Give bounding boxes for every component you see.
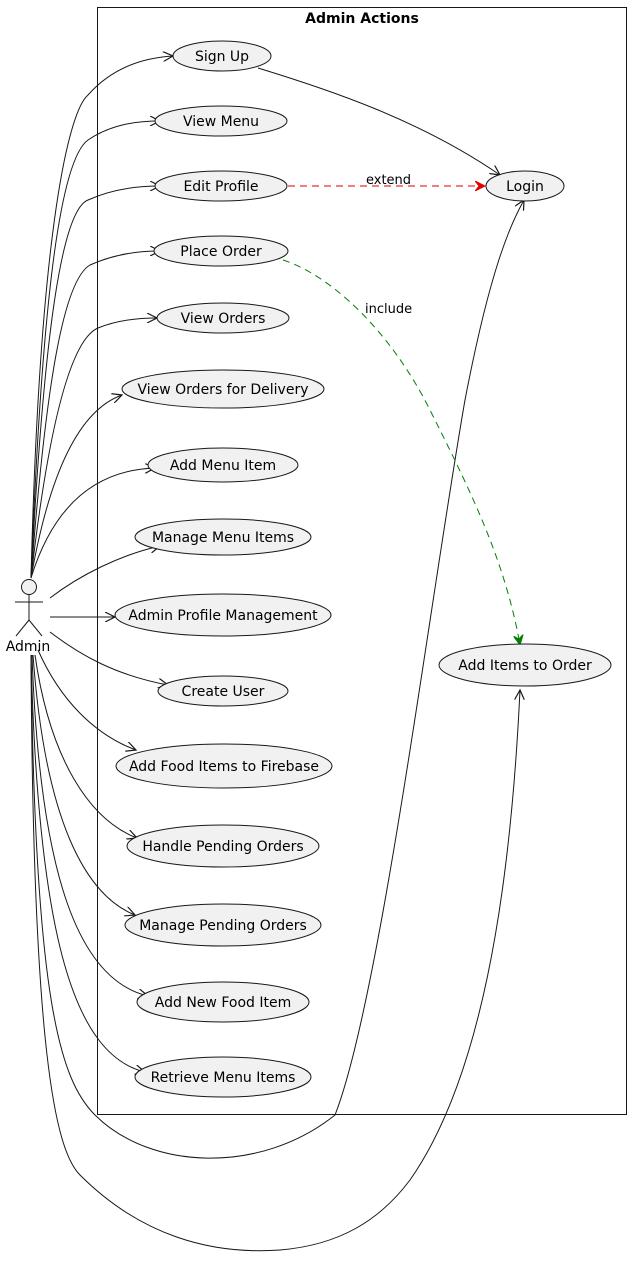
- extend-label: extend: [366, 173, 411, 188]
- use-case-label: Add Items to Order: [458, 658, 592, 674]
- use-case-label: View Orders: [181, 311, 266, 327]
- use-case-add-new-food-item[interactable]: Add New Food Item: [136, 981, 310, 1023]
- edge-manage-pending: [32, 654, 135, 915]
- edge-manage-menu-items: [49, 546, 160, 599]
- edge-admin-login: [30, 200, 524, 1159]
- edge-add-new-food: [31, 654, 148, 996]
- use-case-add-food-firebase[interactable]: Add Food Items to Firebase: [115, 743, 333, 789]
- edge-create-user: [49, 631, 168, 685]
- use-case-view-orders[interactable]: View Orders: [156, 302, 290, 334]
- edge-add-food-firebase: [37, 649, 136, 750]
- use-case-label: Add Menu Item: [170, 458, 276, 474]
- edge-view-menu: [30, 121, 160, 579]
- edge-handle-pending: [34, 654, 137, 838]
- edge-edit-profile: [30, 186, 160, 579]
- include-edge: [282, 259, 520, 645]
- use-case-label: View Menu: [183, 114, 259, 130]
- use-case-handle-pending-orders[interactable]: Handle Pending Orders: [126, 824, 320, 868]
- use-case-label: Edit Profile: [183, 179, 258, 195]
- edge-sign-up: [30, 56, 173, 579]
- use-case-place-order[interactable]: Place Order: [153, 235, 289, 267]
- use-case-manage-menu-items[interactable]: Manage Menu Items: [134, 518, 312, 556]
- edge-signup-login: [257, 67, 500, 175]
- use-case-label: Place Order: [180, 244, 262, 260]
- use-case-sign-up[interactable]: Sign Up: [172, 40, 272, 72]
- use-case-view-menu[interactable]: View Menu: [154, 105, 288, 137]
- use-case-label: Retrieve Menu Items: [151, 1070, 296, 1086]
- edge-admin-add-items: [30, 654, 520, 1252]
- use-case-retrieve-menu-items[interactable]: Retrieve Menu Items: [134, 1056, 312, 1098]
- edge-place-order: [30, 251, 160, 579]
- use-case-edit-profile[interactable]: Edit Profile: [154, 170, 288, 202]
- actor-label: Admin: [6, 639, 51, 655]
- use-case-label: Manage Pending Orders: [139, 918, 307, 934]
- use-case-label: Add Food Items to Firebase: [129, 759, 319, 775]
- use-case-create-user[interactable]: Create User: [157, 675, 289, 707]
- use-case-label: Manage Menu Items: [152, 530, 294, 546]
- use-case-label: Sign Up: [195, 49, 249, 65]
- use-case-label: Login: [506, 179, 544, 195]
- edge-view-orders: [30, 318, 157, 579]
- use-case-admin-profile-management[interactable]: Admin Profile Management: [114, 593, 332, 637]
- use-case-label: Create User: [182, 684, 265, 700]
- system-title: Admin Actions: [305, 11, 419, 27]
- actor-head: [21, 579, 37, 595]
- use-case-add-items-to-order[interactable]: Add Items to Order: [438, 643, 612, 687]
- use-case-add-menu-item[interactable]: Add Menu Item: [147, 447, 299, 483]
- use-case-login[interactable]: Login: [485, 170, 565, 202]
- use-case-manage-pending-orders[interactable]: Manage Pending Orders: [124, 903, 322, 947]
- use-case-label: View Orders for Delivery: [137, 382, 308, 398]
- edge-view-orders-delivery: [30, 395, 122, 579]
- edge-retrieve-menu: [30, 654, 145, 1072]
- edge-add-menu-item: [30, 468, 155, 579]
- use-case-label: Admin Profile Management: [128, 608, 318, 624]
- system-boundary: [97, 7, 627, 1115]
- include-label: include: [365, 302, 412, 317]
- use-case-label: Handle Pending Orders: [142, 839, 303, 855]
- use-case-view-orders-delivery[interactable]: View Orders for Delivery: [121, 369, 325, 409]
- actor-admin[interactable]: Admin: [6, 579, 51, 656]
- association-edges: [30, 56, 524, 1252]
- use-case-label: Add New Food Item: [155, 995, 291, 1011]
